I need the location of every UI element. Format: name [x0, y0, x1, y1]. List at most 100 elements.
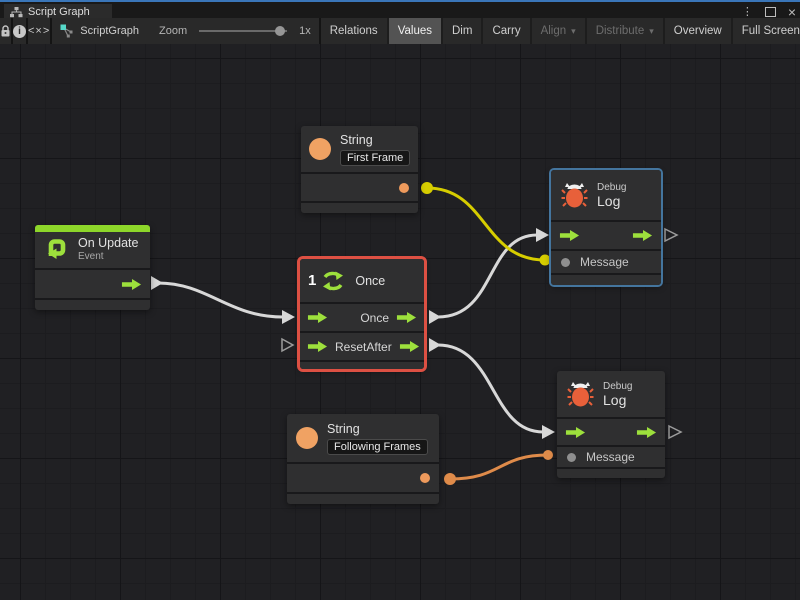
- port-label: Message: [586, 450, 635, 464]
- values-button[interactable]: Values: [388, 18, 443, 44]
- node-footer: [557, 469, 665, 478]
- info-button[interactable]: i: [13, 18, 26, 44]
- node-kicker: Debug: [597, 181, 627, 193]
- wire-string-following-to-message[interactable]: [449, 453, 549, 481]
- distribute-button[interactable]: Distribute▾: [587, 18, 665, 44]
- info-icon: i: [13, 24, 26, 38]
- string-output-port[interactable]: [420, 473, 430, 483]
- wire-end-arrow: [542, 425, 555, 439]
- string-literal-icon: [296, 427, 318, 449]
- zoom-slider[interactable]: [199, 25, 288, 37]
- fullscreen-button[interactable]: Full Screen: [741, 25, 800, 37]
- flow-input-port[interactable]: [307, 311, 328, 324]
- flow-output-port[interactable]: [632, 229, 653, 242]
- toolbar-buttons: Relations Values Dim Carry Align▾ Distri…: [320, 18, 800, 44]
- string-value-field[interactable]: First Frame: [340, 149, 411, 166]
- node-ports: [301, 174, 418, 201]
- unconnected-port-triangle[interactable]: [668, 424, 683, 440]
- dim-button[interactable]: Dim: [443, 18, 484, 44]
- string-value-field[interactable]: Following Frames: [327, 438, 428, 455]
- maximize-icon[interactable]: [764, 7, 776, 17]
- node-footer: [300, 362, 424, 369]
- node-once[interactable]: 1 Once Once Reset After: [300, 259, 424, 369]
- unconnected-port-triangle[interactable]: [664, 227, 679, 243]
- tab-script-graph[interactable]: Script Graph: [4, 4, 112, 20]
- zoom-label: Zoom: [158, 25, 188, 37]
- carry-button[interactable]: Carry: [483, 18, 532, 44]
- flow-input-port[interactable]: [307, 340, 328, 353]
- graph-info-group: ScriptGraph Zoom 1x: [52, 18, 319, 44]
- node-debug-log-top[interactable]: Debug Log Message: [551, 170, 661, 285]
- node-value-ports: Message: [551, 251, 661, 273]
- window-menu-icon[interactable]: ⋮: [741, 6, 753, 18]
- event-accent-bar: [35, 225, 150, 232]
- port-label: Message: [580, 255, 629, 269]
- align-button[interactable]: Align▾: [532, 18, 587, 44]
- flow-output-port[interactable]: [121, 278, 142, 291]
- node-header: Debug Log: [551, 170, 661, 220]
- graph-name-label: ScriptGraph: [80, 25, 139, 37]
- script-graph-icon: [60, 24, 73, 38]
- zoom-slider-track: [199, 30, 288, 32]
- node-title: Once: [355, 273, 386, 288]
- node-on-update[interactable]: On Update Event: [35, 225, 150, 310]
- node-header: String First Frame: [301, 126, 418, 172]
- node-title: Log: [597, 192, 621, 209]
- node-header: On Update Event: [35, 225, 150, 268]
- node-title: On Update: [78, 235, 139, 250]
- wire-once-to-debug-top[interactable]: [437, 233, 538, 319]
- zoom-slider-handle[interactable]: [275, 26, 286, 36]
- message-input-port[interactable]: [561, 257, 570, 267]
- flow-input-port[interactable]: [559, 229, 580, 242]
- flow-output-port[interactable]: [399, 340, 420, 353]
- node-ports: [287, 464, 439, 492]
- flow-input-port[interactable]: [565, 426, 586, 439]
- unconnected-port-triangle[interactable]: [281, 337, 295, 353]
- overview-button[interactable]: Overview: [665, 18, 733, 44]
- code-preview-button[interactable]: <×>: [28, 18, 51, 44]
- node-string-first-frame[interactable]: String First Frame: [301, 126, 418, 213]
- node-row-reset-after: Reset After: [300, 333, 424, 360]
- wire-start-arrow: [151, 276, 163, 290]
- node-string-following-frames[interactable]: String Following Frames: [287, 414, 439, 504]
- wires-layer: [151, 182, 683, 485]
- node-flow-ports: [557, 419, 665, 445]
- string-literal-icon: [309, 138, 331, 160]
- wire-string-first-to-message[interactable]: [426, 186, 546, 262]
- wire-start-arrow: [429, 310, 441, 324]
- node-title: Log: [603, 391, 627, 408]
- zoom-value: 1x: [299, 25, 311, 37]
- node-title: String: [327, 421, 360, 436]
- relations-button[interactable]: Relations: [321, 18, 389, 44]
- wire-start-arrow: [429, 338, 441, 352]
- hierarchy-icon: [10, 6, 23, 17]
- chevron-down-icon: ▾: [571, 25, 576, 36]
- lock-button[interactable]: [0, 18, 11, 44]
- wire-onupdate-to-once[interactable]: [157, 281, 284, 319]
- port-label: Reset: [335, 339, 367, 354]
- wire-end-arrow: [536, 228, 549, 242]
- chevron-down-icon: ▾: [649, 25, 654, 36]
- string-output-port[interactable]: [399, 182, 409, 193]
- message-input-port[interactable]: [567, 452, 576, 462]
- bug-icon: [567, 382, 594, 407]
- node-header: Debug Log: [557, 371, 665, 417]
- once-count-badge: 1: [308, 272, 317, 289]
- bug-icon: [561, 183, 588, 208]
- node-footer: [551, 275, 661, 285]
- title-bar: Script Graph ⋮ ×: [0, 0, 800, 20]
- close-icon[interactable]: ×: [787, 4, 796, 20]
- node-header: 1 Once: [300, 259, 424, 302]
- wire-endpoint-dot: [421, 182, 433, 194]
- node-header: String Following Frames: [287, 414, 439, 462]
- flow-output-port[interactable]: [636, 426, 657, 439]
- flow-output-port[interactable]: [396, 311, 417, 324]
- port-label: Once: [360, 310, 389, 325]
- wire-once-to-debug-bottom[interactable]: [437, 343, 544, 434]
- node-debug-log-bottom[interactable]: Debug Log Message: [557, 371, 665, 478]
- node-footer: [35, 300, 150, 310]
- wire-end-arrow: [282, 310, 295, 324]
- graph-canvas[interactable]: String First Frame Debug Log: [0, 44, 800, 600]
- wire-endpoint-dot: [543, 450, 553, 460]
